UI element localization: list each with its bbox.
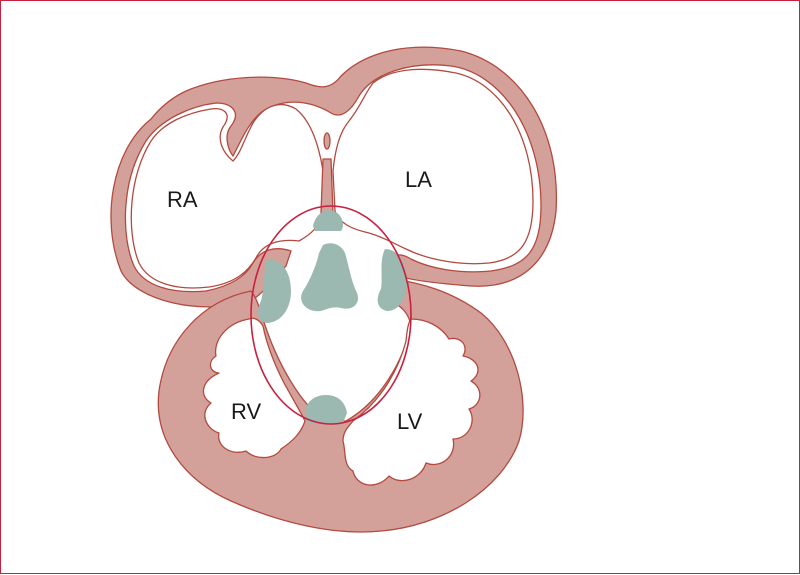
septum-tip: [323, 132, 331, 150]
right-atrium-cavity: [130, 104, 324, 289]
highlight-ellipse: [250, 205, 412, 425]
septum-primum: [320, 158, 334, 214]
septum-cushion-top: [313, 210, 343, 231]
label-lv: LV: [397, 409, 423, 434]
label-rv: RV: [231, 399, 261, 424]
label-la: LA: [405, 167, 432, 192]
ventricular-septum-cushion: [305, 395, 347, 423]
left-lateral-cushion: [377, 249, 407, 311]
right-lateral-cushion: [258, 259, 291, 323]
label-ra: RA: [167, 187, 198, 212]
right-ventricle-cavity: [202, 317, 306, 459]
left-atrium-cavity: [332, 68, 534, 265]
central-endocardial-cushion: [301, 243, 359, 312]
